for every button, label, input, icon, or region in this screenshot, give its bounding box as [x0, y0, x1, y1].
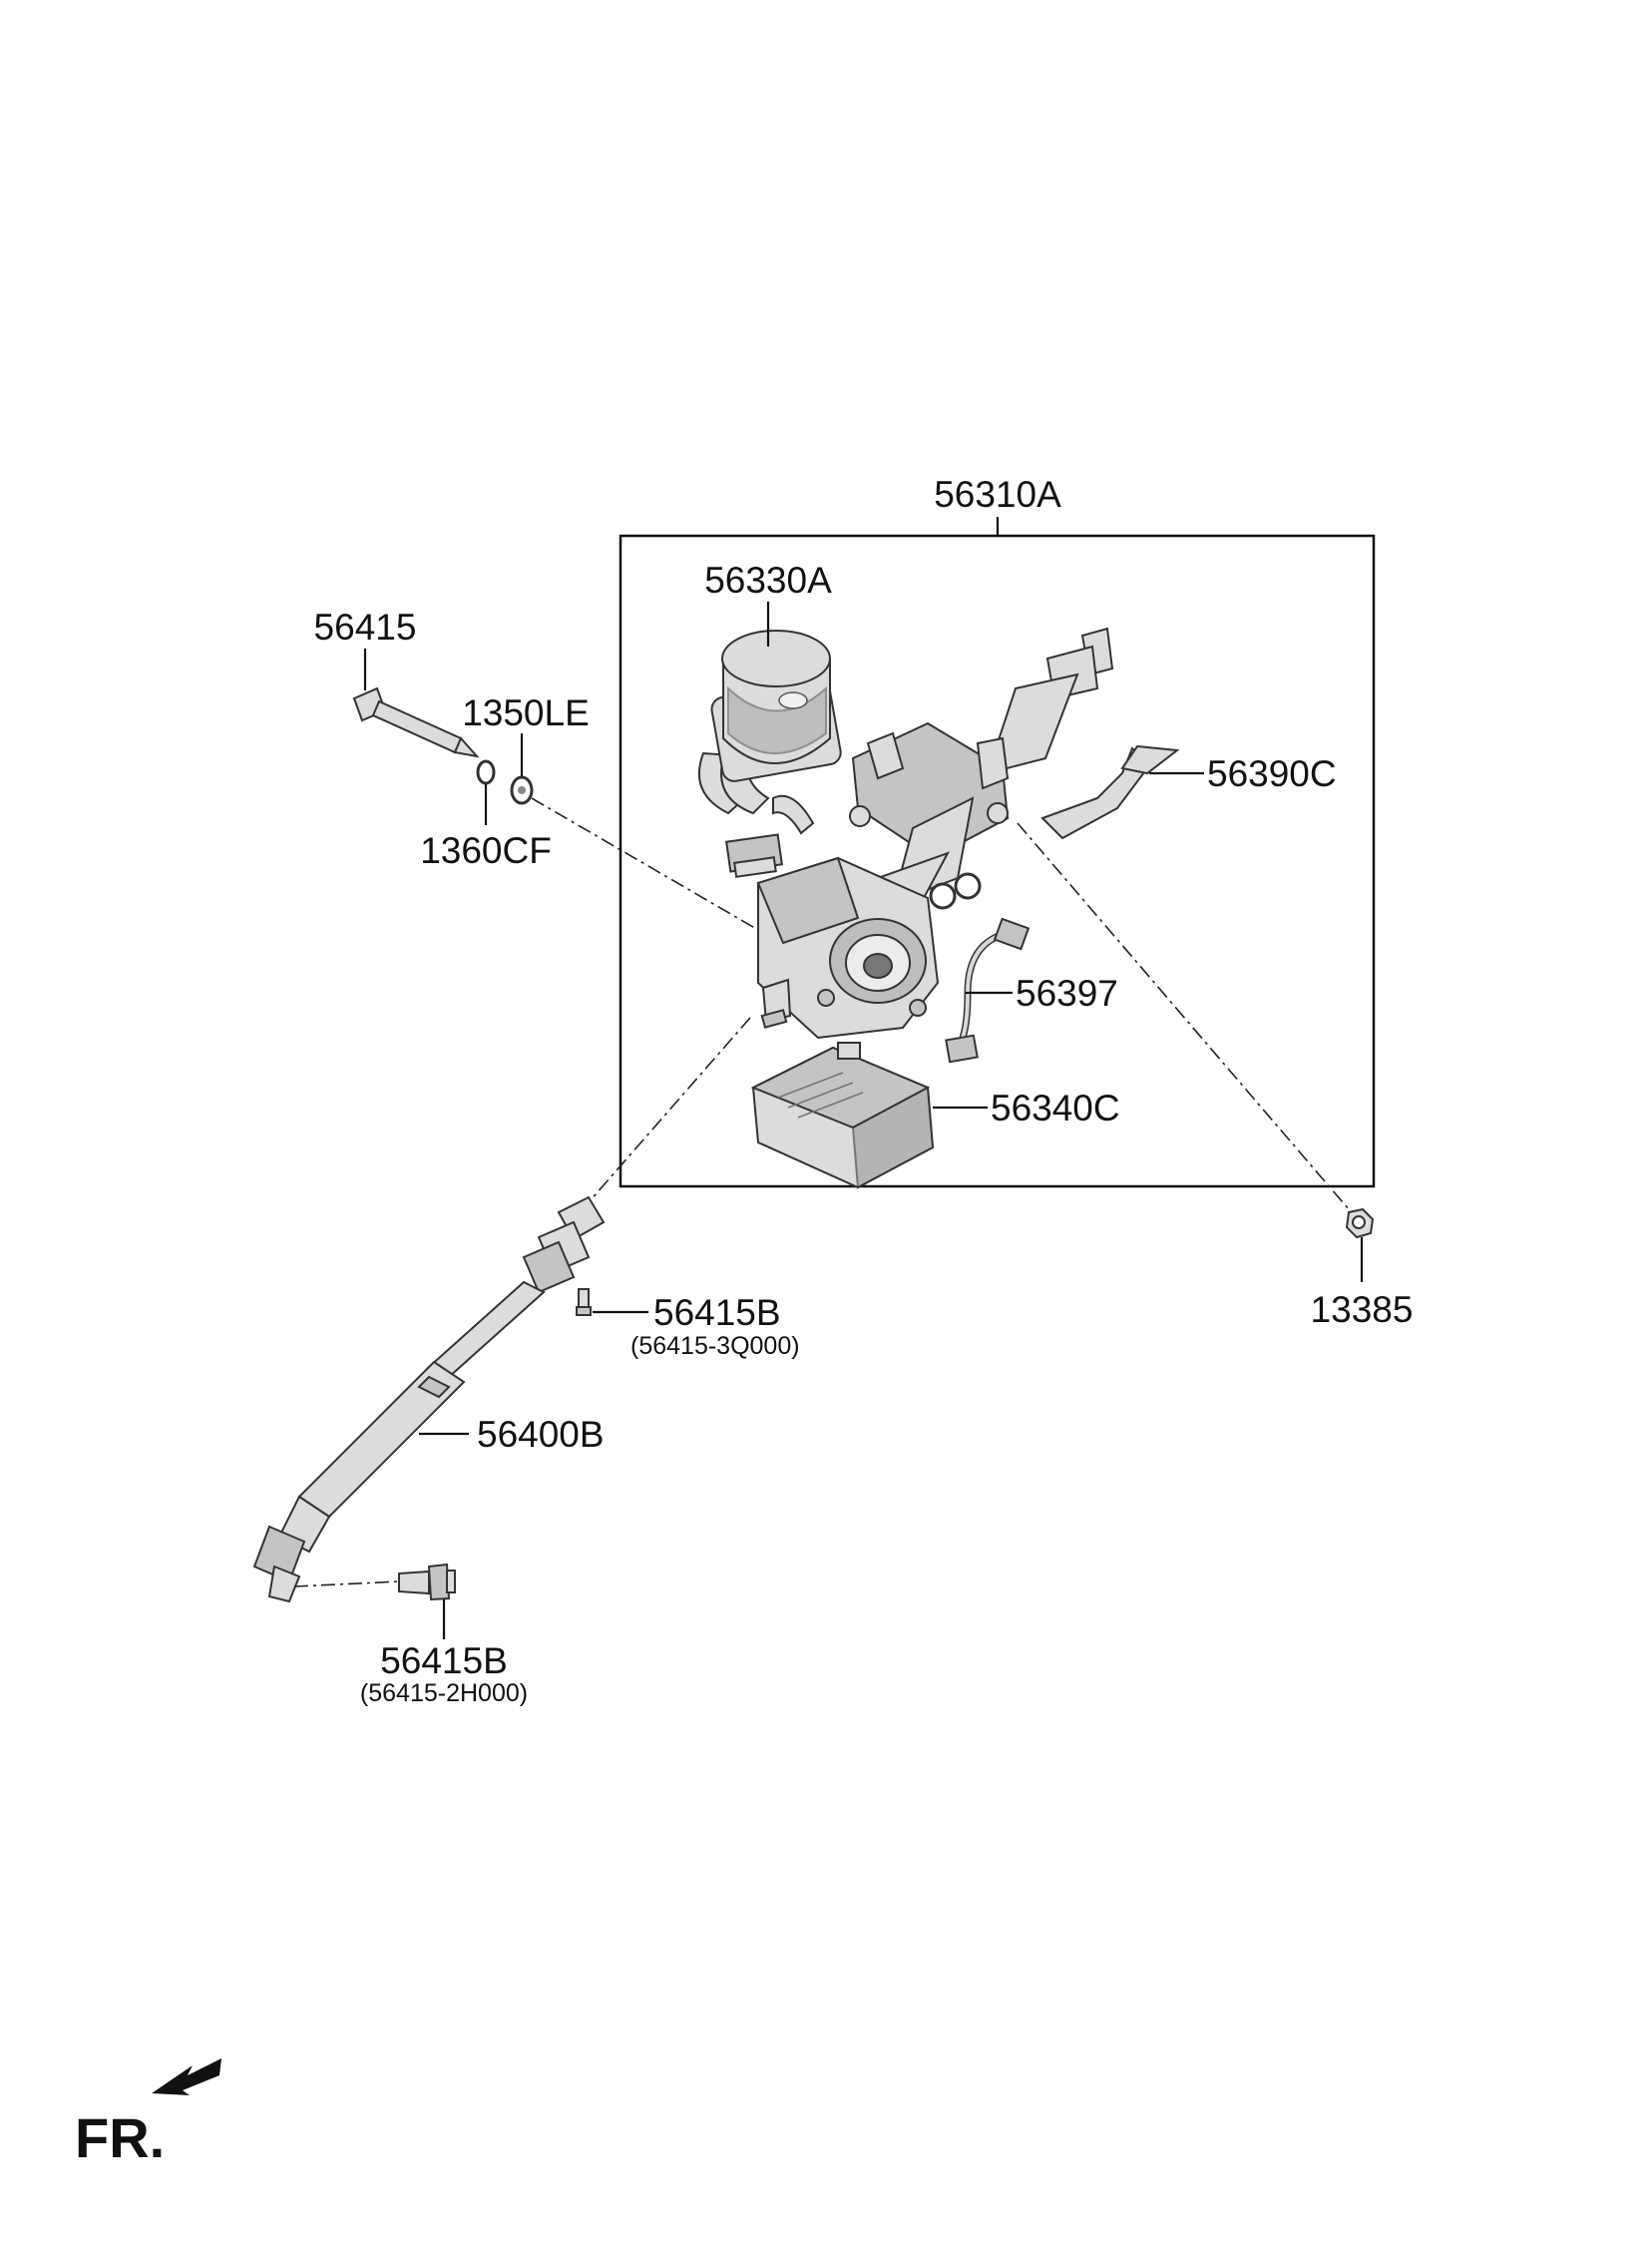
label-56310A: 56310A	[934, 474, 1061, 515]
label-56415B-lower-partno: (56415-2H000)	[360, 1679, 528, 1707]
label-13385: 13385	[1311, 1289, 1414, 1330]
label-56390C: 56390C	[1207, 753, 1337, 794]
label-56415B-lower: 56415B	[380, 1640, 508, 1681]
bolt-56415-part	[352, 686, 480, 758]
intermediate-shaft-part	[252, 1195, 606, 1603]
motor-part	[698, 630, 842, 835]
lower-bolt-guide	[293, 1580, 400, 1587]
label-56397: 56397	[1016, 973, 1118, 1014]
label-56415B-upper-partno: (56415-3Q000)	[630, 1332, 800, 1360]
washer-1360CF-part	[476, 759, 496, 785]
front-direction-arrow-icon	[152, 2058, 221, 2095]
ecu-module-part	[750, 1042, 935, 1189]
shaft-to-column-guide	[588, 1017, 751, 1203]
tilt-lever-part	[1040, 744, 1180, 840]
connector-part	[725, 833, 783, 878]
nut-13385-part	[1345, 1207, 1375, 1239]
bolt-to-column-guide	[531, 797, 759, 931]
steering-column-body	[756, 627, 1114, 1040]
label-56330A: 56330A	[704, 560, 832, 601]
bolt-lower-56415B-part	[398, 1563, 456, 1601]
label-56400B: 56400B	[477, 1414, 605, 1455]
bolt-upper-56415B-part	[576, 1288, 592, 1316]
front-direction-label: FR.	[75, 2106, 165, 2169]
label-56415: 56415	[314, 607, 417, 648]
label-1350LE: 1350LE	[462, 692, 590, 733]
label-56340C: 56340C	[991, 1088, 1120, 1128]
label-56415B-upper: 56415B	[653, 1292, 781, 1333]
label-1360CF: 1360CF	[420, 830, 552, 871]
nut-to-column-guide	[1017, 822, 1350, 1210]
